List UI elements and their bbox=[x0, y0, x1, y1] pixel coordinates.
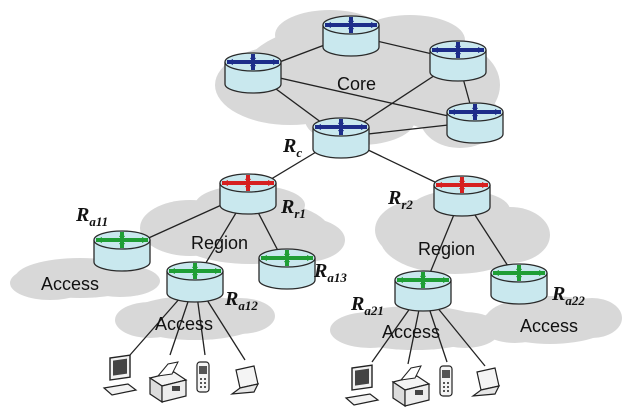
router-label-main: R bbox=[224, 288, 238, 310]
router-label-subscript: r2 bbox=[401, 197, 413, 212]
router-label-access-21: Ra21 bbox=[350, 293, 384, 318]
monitor-icon bbox=[103, 354, 137, 396]
region-right-label: Region bbox=[418, 239, 475, 259]
router-cross-icon bbox=[315, 119, 367, 135]
router-cross-icon bbox=[397, 272, 449, 288]
region-cloud-left bbox=[140, 185, 345, 264]
core-label: Core bbox=[337, 74, 376, 94]
router-core-center bbox=[312, 117, 370, 159]
router-cross-icon bbox=[436, 177, 488, 193]
router-label-subscript: a11 bbox=[89, 214, 108, 229]
phone-icon bbox=[439, 365, 453, 397]
access-mid-right-label: Access bbox=[382, 322, 440, 342]
access-cloud-mid-left bbox=[115, 296, 275, 340]
router-cross-icon bbox=[169, 263, 221, 279]
router-label-access-13: Ra13 bbox=[313, 260, 347, 285]
router-region-1 bbox=[219, 173, 277, 215]
router-access-12 bbox=[166, 261, 224, 303]
router-core-right-bottom bbox=[446, 102, 504, 144]
router-label-subscript: a13 bbox=[327, 270, 347, 285]
phone-icon bbox=[196, 361, 210, 393]
region-left-label: Region bbox=[191, 233, 248, 253]
router-core-left bbox=[224, 52, 282, 94]
region-cloud-right bbox=[375, 190, 550, 274]
router-label-subscript: a22 bbox=[565, 293, 585, 308]
router-label-main: R bbox=[75, 204, 89, 226]
router-cross-icon bbox=[493, 265, 545, 281]
router-label-main: R bbox=[282, 135, 296, 157]
router-label-main: R bbox=[387, 187, 401, 209]
link-core-left-bottomright bbox=[252, 71, 476, 123]
router-access-21 bbox=[394, 270, 452, 312]
router-access-13 bbox=[258, 248, 316, 290]
router-cross-icon bbox=[325, 17, 377, 33]
router-access-22 bbox=[490, 263, 548, 305]
router-cross-icon bbox=[261, 250, 313, 266]
router-label-core-center: Rc bbox=[282, 135, 302, 160]
router-label-subscript: c bbox=[296, 145, 302, 160]
router-cross-icon bbox=[222, 175, 274, 191]
routers bbox=[93, 15, 548, 312]
router-label-access-12: Ra12 bbox=[224, 288, 258, 313]
router-label-main: R bbox=[313, 260, 327, 282]
monitor-icon bbox=[345, 364, 379, 406]
router-access-11 bbox=[93, 230, 151, 272]
hosts-left bbox=[103, 354, 259, 403]
router-label-access-22: Ra22 bbox=[551, 283, 585, 308]
router-core-top bbox=[322, 15, 380, 57]
access-mid-left-label: Access bbox=[155, 314, 213, 334]
router-cross-icon bbox=[432, 42, 484, 58]
router-cross-icon bbox=[96, 232, 148, 248]
router-label-region-2: Rr2 bbox=[387, 187, 413, 212]
access-left-label: Access bbox=[41, 274, 99, 294]
laptop-icon bbox=[231, 365, 259, 395]
router-core-right-top bbox=[429, 40, 487, 82]
printer-icon bbox=[149, 361, 187, 403]
access-cloud-left bbox=[10, 258, 160, 300]
router-label-subscript: r1 bbox=[294, 206, 306, 221]
laptop-icon bbox=[472, 367, 500, 397]
hosts-right bbox=[345, 364, 500, 407]
access-cloud-right bbox=[480, 296, 622, 344]
router-label-main: R bbox=[551, 283, 565, 305]
router-cross-icon bbox=[449, 104, 501, 120]
router-cross-icon bbox=[227, 54, 279, 70]
printer-icon bbox=[392, 365, 430, 407]
router-label-subscript: a12 bbox=[238, 298, 258, 313]
router-label-subscript: a21 bbox=[364, 303, 384, 318]
router-label-main: R bbox=[350, 293, 364, 315]
router-region-2 bbox=[433, 175, 491, 217]
access-right-label: Access bbox=[520, 316, 578, 336]
router-label-access-11: Ra11 bbox=[75, 204, 108, 229]
router-label-main: R bbox=[280, 196, 294, 218]
router-label-region-1: Rr1 bbox=[280, 196, 306, 221]
